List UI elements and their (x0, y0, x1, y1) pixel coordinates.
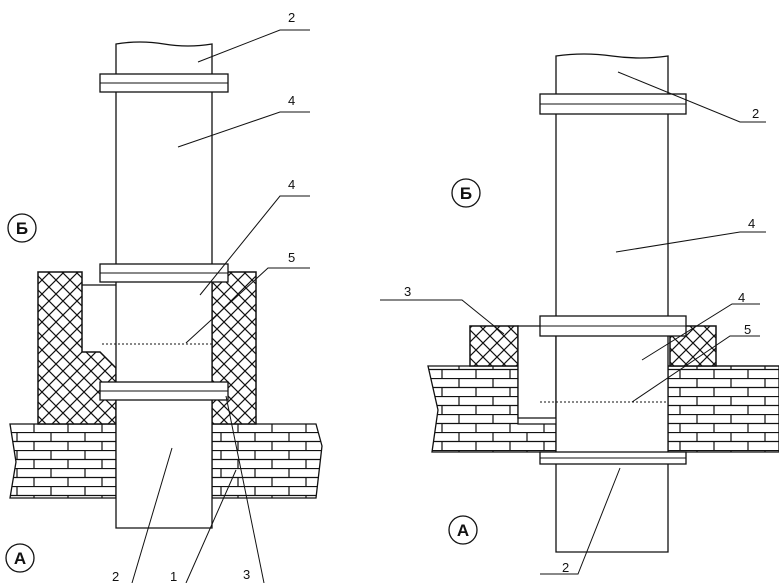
right-callout-mid-4: 4 (748, 216, 755, 231)
left-pipe (115, 41, 213, 529)
left-marker-a: А (5, 543, 35, 573)
left-seal-right-wall (211, 271, 257, 425)
left-ceiling-brick-left (9, 423, 117, 499)
left-callout-5: 5 (288, 250, 295, 265)
right-view: 2 4 4 5 3 2 Б А (380, 53, 779, 575)
left-callout-bottom-3: 3 (243, 567, 250, 582)
left-view: 2 4 4 5 2 1 3 Б А (5, 10, 323, 583)
right-callout-3: 3 (404, 284, 411, 299)
left-marker-b: Б (7, 213, 37, 243)
svg-text:Б: Б (460, 184, 472, 203)
right-inner-sleeve (517, 325, 557, 419)
left-callout-bottom-2: 2 (112, 569, 119, 583)
left-seal-left-wall (37, 271, 117, 425)
right-marker-b: Б (451, 178, 481, 208)
left-callout-lower-4: 4 (288, 177, 295, 192)
right-callout-lower-4: 4 (738, 290, 745, 305)
svg-text:Б: Б (16, 219, 28, 238)
right-pipe (555, 53, 669, 553)
right-callout-5: 5 (744, 322, 751, 337)
right-callout-bottom-2: 2 (562, 560, 569, 575)
left-callout-bottom-1: 1 (170, 569, 177, 583)
left-callout-top-2: 2 (288, 10, 295, 25)
right-floor-brick-right (667, 365, 779, 453)
right-seal-left (469, 325, 519, 367)
right-marker-a: А (448, 515, 478, 545)
svg-text:А: А (457, 521, 469, 540)
right-callout-top-2: 2 (752, 106, 759, 121)
left-callout-mid-4: 4 (288, 93, 295, 108)
svg-text:А: А (14, 549, 26, 568)
